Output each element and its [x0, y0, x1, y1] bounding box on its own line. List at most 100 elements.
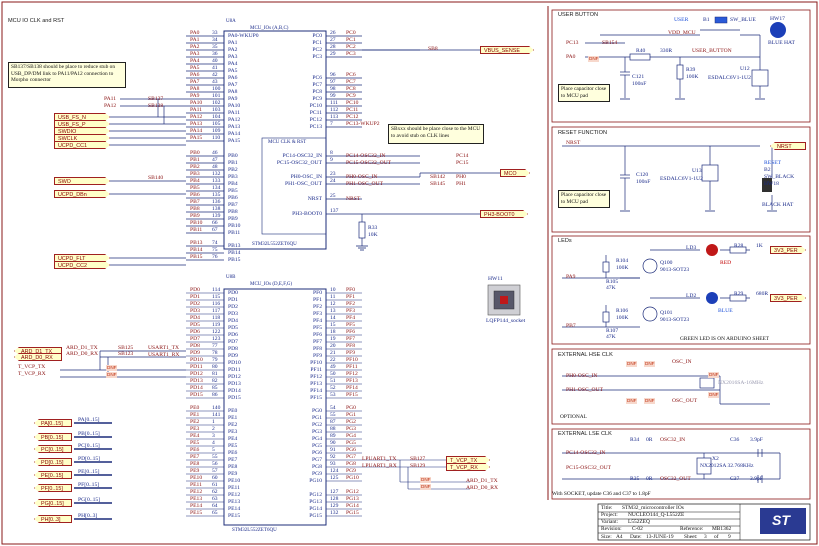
pin-number: 2	[212, 426, 215, 432]
pin-number: 9	[330, 157, 333, 163]
pin-number: 125	[330, 475, 339, 481]
pin-net-pd7: PD7	[190, 336, 200, 342]
pin-number: 40	[212, 58, 218, 64]
pin-number: 90	[330, 440, 336, 446]
pin-name: PB0	[228, 153, 238, 159]
pin-name: PG4	[312, 436, 322, 442]
label-ph3-boot0: PH3-BOOT0	[480, 210, 528, 218]
pin-number: 127	[330, 489, 339, 495]
u12: U12	[740, 66, 750, 72]
pin-name: PG8	[312, 464, 322, 470]
net-pa9: PA9	[566, 274, 576, 280]
pin-net-pe8: PE8	[190, 461, 200, 467]
pin-number: 124	[330, 468, 339, 474]
u12-part: ESDALC6V1-1U2	[708, 75, 751, 81]
label-t-vcp-tx: T_VCP_TX	[446, 456, 490, 464]
pin-name: PE11	[228, 485, 240, 491]
pin-number: 116	[212, 301, 221, 307]
pin-net-pc10: PC10	[346, 100, 359, 106]
pin-name: PH1-OSC_OUT	[285, 181, 322, 187]
label-usb-fs-n: USB_FS_N	[54, 113, 110, 121]
sb154: SB154	[602, 40, 618, 46]
pin-number: 93	[330, 461, 336, 467]
pin-name: PD1	[228, 297, 238, 303]
st-logo: ST	[772, 512, 790, 528]
pin-name: PB9	[228, 216, 238, 222]
pin-net-pf2: PF2	[346, 301, 356, 307]
label-ucpd-cc2: UCPD_CC2	[54, 261, 110, 269]
pin-net-pb7: PB7	[190, 199, 200, 205]
hw11-desc: LQFP144_socket	[486, 318, 526, 324]
r105-value: 47K	[606, 285, 616, 291]
pin-net-pa3: PA3	[190, 51, 200, 57]
tb-title: STM32_microcontroller IOs	[622, 505, 684, 511]
pin-net-pc9: PC9	[346, 93, 356, 99]
pin-number: 28	[330, 44, 336, 50]
pin-number: 23	[330, 171, 336, 177]
net-pa11: PA11	[104, 96, 117, 102]
pin-net-pg5: PG5	[346, 440, 356, 446]
sb138: SB138	[148, 103, 164, 109]
pin-net-pd11: PD11	[190, 364, 203, 370]
b2: B2	[764, 167, 771, 173]
pin-name: PG0	[312, 408, 322, 414]
b1: B1	[703, 17, 710, 23]
pin-name: PD14	[228, 388, 241, 394]
pin-net-pf0: PF0	[346, 287, 356, 293]
pin-number: 1	[212, 419, 215, 425]
pin-name: PC13	[309, 124, 322, 130]
net-pa0: PA0	[566, 54, 576, 60]
label-pd-bus: PD[0..15]	[34, 458, 72, 466]
net-pb7: PB7	[566, 323, 576, 329]
pin-number: 3	[212, 433, 215, 439]
u8a-clk-rst: MCU CLK & RST	[268, 140, 307, 145]
pin-number: 50	[330, 371, 336, 377]
label-nrst-right: NRST	[770, 142, 806, 150]
pin-name: PC0	[312, 33, 322, 39]
sb-hse-2-dnf: DNF	[644, 361, 656, 367]
pin-name: PD13	[228, 381, 241, 387]
pin-name: PE3	[228, 429, 238, 435]
r107-value: 47K	[606, 334, 616, 340]
pin-net-pc0: PC0	[346, 30, 356, 36]
pin-number: 43	[212, 79, 218, 85]
pin-number: 25	[330, 193, 336, 199]
pin-name: PG13	[309, 499, 322, 505]
pin-name: PG5	[312, 443, 322, 449]
pin-number: 78	[212, 350, 218, 356]
pin-net-pf12: PF12	[346, 371, 358, 377]
u8b-title: MCU_IOs (D,E,F,G)	[250, 282, 293, 287]
pin-net-pa2: PA2	[190, 44, 200, 50]
pin-net-pa4: PA4	[190, 58, 200, 64]
pin-number: 122	[212, 329, 221, 335]
pin-name: PC2	[312, 47, 322, 53]
pin-name: PD15	[228, 395, 241, 401]
pin-name: PE15	[228, 513, 241, 519]
q101: Q101	[660, 310, 673, 316]
pin-number: 64	[212, 503, 218, 509]
pin-net-pa12: PA12	[190, 114, 203, 120]
bus-pe-text: PE[0..15]	[78, 469, 100, 475]
pin-number: 18	[330, 329, 336, 335]
pin-name: PA6	[228, 75, 238, 81]
pin-name: PF15	[310, 395, 322, 401]
pin-name: PE10	[228, 478, 241, 484]
label-mco: MCO	[500, 169, 530, 177]
pin-number: 55	[330, 412, 336, 418]
pin-name: PE6	[228, 450, 238, 456]
pin-net-pg4: PG4	[346, 433, 356, 439]
section-title-reset: RESET FUNCTION	[558, 130, 607, 136]
pin-name: PF2	[312, 304, 322, 310]
label-ucpd-cc1: UCPD_CC1	[54, 141, 110, 149]
pin-net-pf6: PF6	[346, 329, 356, 335]
net-lse-pc14: PC14-OSC32_IN	[566, 450, 606, 456]
pin-net-pe0: PE0	[190, 405, 200, 411]
hw17-name: BLUE HAT	[768, 40, 795, 46]
tb-reference: MB1362	[712, 526, 732, 532]
net-t-vcp-tx-left: T_VCP_TX	[18, 364, 46, 370]
bus-ph-text: PH[0..3]	[78, 513, 98, 519]
pin-number: 137	[330, 208, 339, 214]
r29-value: 680R	[756, 291, 769, 297]
net-nrst: NRST	[346, 196, 361, 202]
r28-value: 1K	[756, 243, 763, 249]
